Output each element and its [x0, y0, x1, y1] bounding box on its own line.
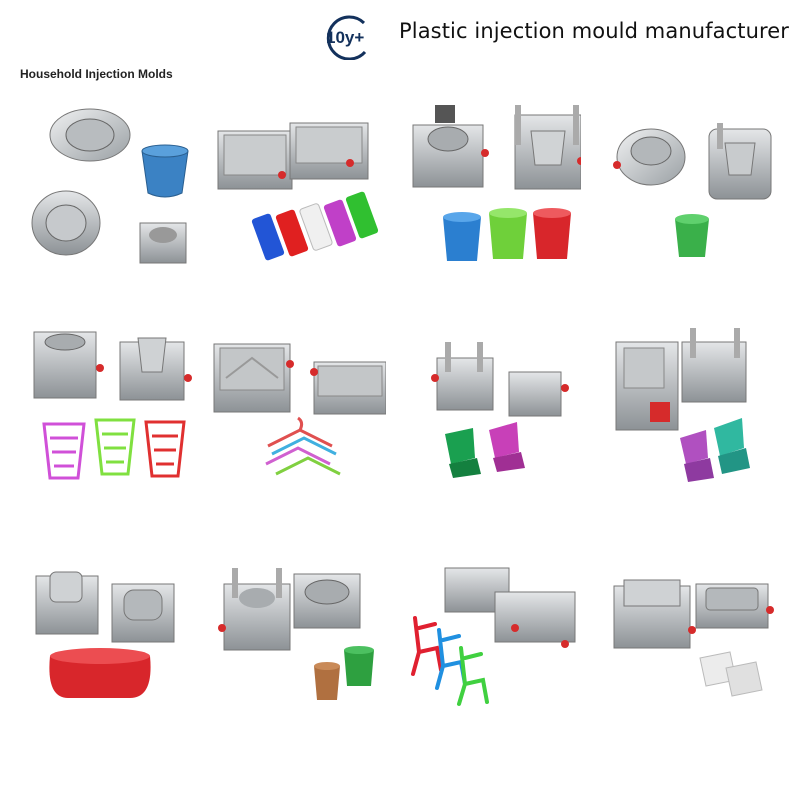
- product-tile-basket-mold[interactable]: [20, 318, 196, 488]
- adult-chair-mold-image: [411, 567, 576, 706]
- bucket-mold-image: [613, 123, 772, 257]
- hanger-mold-image: [213, 343, 386, 476]
- crate-mold-image: [217, 122, 379, 261]
- product-tile-kids-chair-mold-2[interactable]: [610, 318, 786, 488]
- kids-chair-mold-image: [431, 342, 569, 478]
- flower-pot-mold-image: [218, 568, 374, 700]
- kids-chair-mold-image: [615, 328, 750, 482]
- product-tile-adult-chair-mold[interactable]: [405, 548, 581, 718]
- product-tile-shoe-box-mold[interactable]: [610, 548, 786, 718]
- product-tile-flower-pot-mold[interactable]: [210, 548, 386, 718]
- company-tagline: Plastic injection mould manufacturer: [399, 19, 790, 43]
- tub-mold-image: [35, 571, 175, 698]
- product-tile-hanger-mold[interactable]: [210, 318, 386, 488]
- product-tile-tub-mold[interactable]: [20, 548, 196, 718]
- logo-ring-icon: 10y+: [326, 15, 367, 61]
- logo-badge-text: 10y+: [326, 28, 364, 47]
- product-tile-bucket-mold-1[interactable]: [20, 95, 196, 265]
- basket-mold-image: [33, 331, 192, 480]
- shoe-box-mold-image: [613, 579, 774, 697]
- bucket-mold-image: [31, 108, 189, 264]
- product-tile-crate-mold[interactable]: [210, 95, 386, 265]
- company-logo: 10y+: [320, 14, 376, 61]
- product-tile-kids-chair-mold-1[interactable]: [415, 318, 591, 488]
- section-title: Household Injection Molds: [20, 67, 173, 81]
- product-tile-bucket-mold-3[interactable]: [605, 95, 781, 265]
- bucket-mold-image: [412, 105, 581, 261]
- product-tile-bucket-mold-2[interactable]: [405, 95, 581, 265]
